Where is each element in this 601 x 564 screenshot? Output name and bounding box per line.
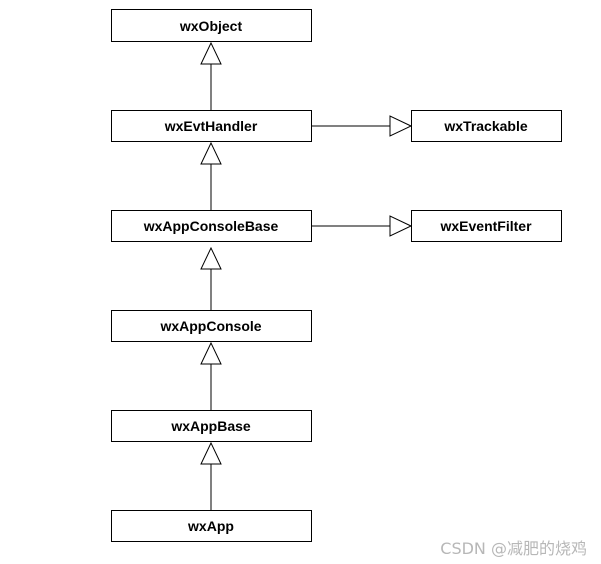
class-label: wxAppConsole <box>159 318 261 334</box>
inheritance-arrowhead <box>200 141 222 165</box>
inheritance-arrowhead <box>389 115 413 137</box>
class-label: wxAppConsoleBase <box>143 218 279 234</box>
watermark-text: CSDN @减肥的烧鸡 <box>440 539 587 558</box>
edge-wxAppBase-to-wxAppConsole <box>200 341 222 410</box>
class-label: wxApp <box>187 518 234 534</box>
edge-wxAppConsoleBase-to-wxEventFilter <box>312 215 413 237</box>
class-box-wxEvtHandler: wxEvtHandler <box>111 110 312 142</box>
class-box-wxApp: wxApp <box>111 510 312 542</box>
class-box-wxAppBase: wxAppBase <box>111 410 312 442</box>
inheritance-arrowhead <box>200 246 222 270</box>
edge-wxEvtHandler-to-wxObject <box>200 41 222 110</box>
class-box-wxTrackable: wxTrackable <box>411 110 562 142</box>
class-label: wxTrackable <box>443 118 527 134</box>
class-box-wxEventFilter: wxEventFilter <box>411 210 562 242</box>
inheritance-arrowhead <box>389 215 413 237</box>
inheritance-arrowhead <box>200 341 222 365</box>
edge-wxEvtHandler-to-wxTrackable <box>312 115 413 137</box>
edge-wxApp-to-wxAppBase <box>200 441 222 510</box>
class-label: wxEventFilter <box>439 218 532 234</box>
class-box-wxAppConsoleBase: wxAppConsoleBase <box>111 210 312 242</box>
edge-wxAppConsole-to-wxAppConsoleBase <box>200 246 222 310</box>
inheritance-arrowhead <box>200 441 222 465</box>
edge-wxAppConsoleBase-to-wxEvtHandler <box>200 141 222 210</box>
class-box-wxAppConsole: wxAppConsole <box>111 310 312 342</box>
class-label: wxAppBase <box>170 418 251 434</box>
class-label: wxObject <box>179 18 243 34</box>
class-box-wxObject: wxObject <box>111 9 312 42</box>
inheritance-arrowhead <box>200 41 222 65</box>
class-label: wxEvtHandler <box>164 118 258 134</box>
